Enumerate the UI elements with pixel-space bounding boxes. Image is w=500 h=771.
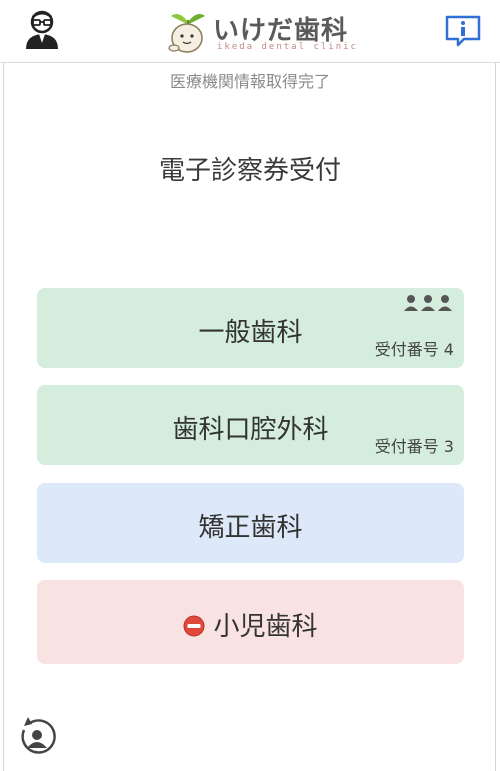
refresh-user-icon[interactable]: [16, 714, 58, 760]
people-icon: [404, 295, 452, 311]
reception-number: 受付番号 3: [374, 437, 454, 456]
header: いけだ歯科 ikeda dental clinic: [0, 0, 500, 63]
no-entry-icon: [183, 615, 205, 637]
department-button-general[interactable]: 一般歯科 受付番号 4: [37, 288, 464, 368]
department-button-oral-surgery[interactable]: 歯科口腔外科 受付番号 3: [37, 385, 464, 465]
reception-number: 受付番号 4: [374, 340, 454, 359]
info-icon[interactable]: [444, 14, 482, 48]
department-label: 一般歯科: [198, 318, 303, 348]
department-label: 小児歯科: [213, 612, 318, 642]
department-label: 歯科口腔外科: [172, 415, 329, 445]
department-button-orthodontics[interactable]: 矯正歯科: [37, 483, 464, 563]
clinic-name: いけだ歯科: [213, 16, 349, 46]
clinic-name-english: ikeda dental clinic: [217, 42, 358, 52]
clinic-logo: いけだ歯科 ikeda dental clinic: [165, 6, 356, 58]
app-frame: [3, 0, 496, 771]
status-text: 医療機関情報取得完了: [169, 72, 330, 91]
user-icon[interactable]: [24, 10, 60, 50]
department-label-row: 小児歯科: [37, 606, 464, 643]
department-button-pediatric[interactable]: 小児歯科: [37, 580, 464, 664]
page-title: 電子診察券受付: [158, 156, 341, 186]
mascot-icon: [168, 14, 205, 53]
department-label: 矯正歯科: [198, 513, 303, 543]
